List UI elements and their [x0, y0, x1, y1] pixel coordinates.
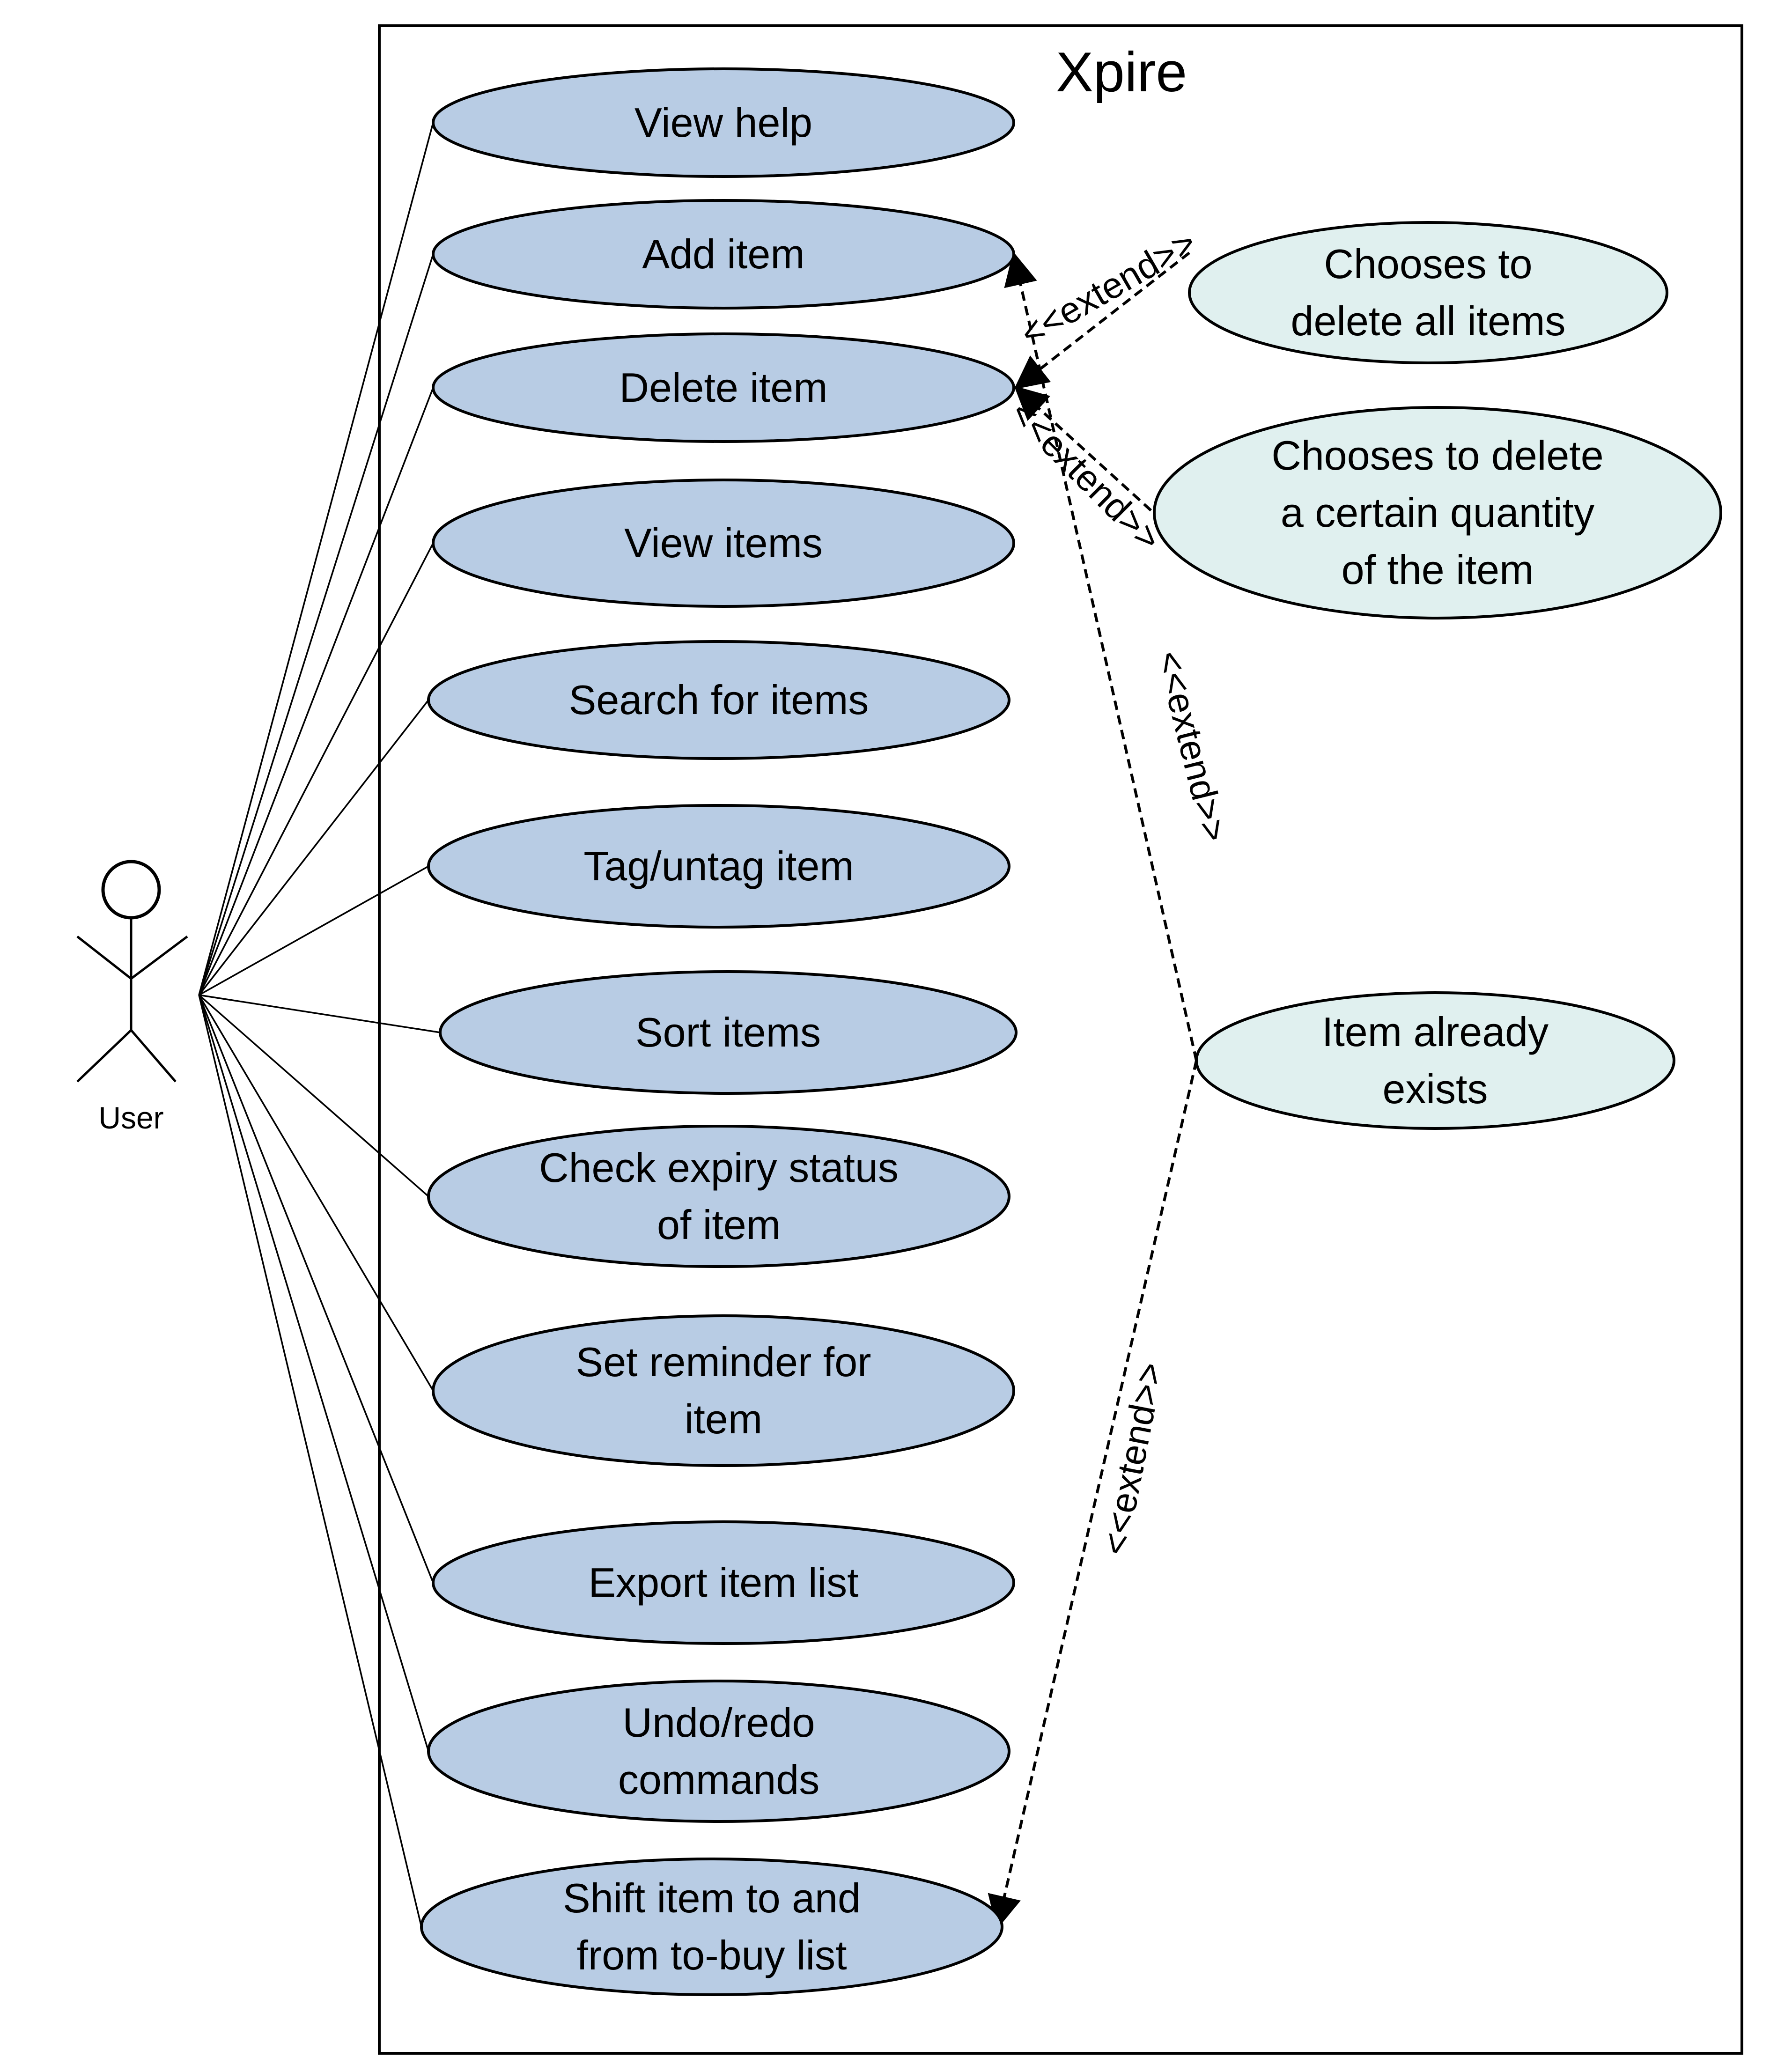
- tag-untag-item-label-line-0: Tag/untag item: [583, 843, 854, 889]
- actor-label: User: [98, 1100, 163, 1135]
- item-already-exists-usecase[interactable]: Item already exists: [1195, 991, 1675, 1130]
- extend-item-already-exists-to-add-item: <<extend>>: [1004, 251, 1236, 1061]
- tag-untag-item-ellipse: [427, 804, 1010, 929]
- undo-redo-label-line-1: commands: [618, 1756, 819, 1803]
- view-help-label-line-0: View help: [634, 99, 812, 146]
- delete-quantity-ellipse: [1153, 406, 1722, 619]
- delete-item-ellipse: [432, 332, 1015, 443]
- check-expiry-status-usecase[interactable]: Check expiry status of item: [427, 1125, 1010, 1268]
- add-item-label-line-0: Add item: [642, 231, 804, 277]
- delete-all-items-ellipse: [1188, 221, 1668, 364]
- export-item-list-label-line-0: Export item list: [588, 1559, 858, 1606]
- delete-quantity-label-line-1: a certain quantity: [1281, 489, 1594, 536]
- extend-label: <<extend>>: [1013, 221, 1203, 354]
- check-expiry-status-ellipse: [427, 1125, 1010, 1268]
- extend-delete-all-items-to-delete-item: <<extend>>: [1013, 221, 1203, 390]
- set-reminder-label-line-0: Set reminder for: [576, 1339, 871, 1385]
- association-shift-item: [198, 995, 422, 1927]
- association-undo-redo: [198, 995, 429, 1752]
- set-reminder-ellipse: [432, 1314, 1015, 1467]
- export-item-list-ellipse: [432, 1520, 1015, 1645]
- association-check-expiry-status: [198, 994, 429, 1197]
- extend-arrow: [1004, 251, 1198, 1061]
- set-reminder-usecase[interactable]: Set reminder for item: [432, 1314, 1015, 1467]
- shift-item-label-line-1: from to-buy list: [576, 1932, 847, 1978]
- association-add-item: [198, 254, 434, 995]
- check-expiry-status-label-line-0: Check expiry status: [539, 1144, 899, 1191]
- delete-item-label-line-0: Delete item: [619, 364, 827, 411]
- extend-item-already-exists-to-shift-item: <<extend>>: [988, 1060, 1198, 1930]
- system-boundary: [378, 24, 1743, 2055]
- search-for-items-ellipse: [427, 640, 1010, 760]
- delete-item-usecase[interactable]: Delete item: [432, 332, 1015, 443]
- extend-label: <<extend>>: [1003, 392, 1170, 560]
- shift-item-usecase[interactable]: Shift item to and from to-buy list: [420, 1858, 1003, 1996]
- set-reminder-label-line-1: item: [685, 1396, 762, 1442]
- add-item-usecase[interactable]: Add item: [432, 199, 1015, 310]
- delete-quantity-label-line-0: Chooses to delete: [1271, 432, 1603, 479]
- search-for-items-usecase[interactable]: Search for items: [427, 640, 1010, 760]
- view-help-usecase[interactable]: View help: [432, 67, 1015, 178]
- undo-redo-usecase[interactable]: Undo/redo commands: [427, 1680, 1010, 1823]
- actor-head: [101, 860, 161, 920]
- view-items-label-line-0: View items: [624, 520, 823, 566]
- view-help-ellipse: [432, 67, 1015, 178]
- association-delete-item: [198, 387, 434, 995]
- actor-left-arm: [76, 936, 132, 980]
- export-item-list-usecase[interactable]: Export item list: [432, 1520, 1015, 1645]
- association-sort-items: [199, 994, 441, 1033]
- extend-arrow: [988, 1060, 1198, 1930]
- association-view-help: [198, 122, 434, 995]
- sort-items-label-line-0: Sort items: [635, 1009, 821, 1055]
- association-tag-untag-item: [199, 865, 429, 996]
- association-export-item-list: [198, 995, 434, 1583]
- shift-item-label-line-0: Shift item to and: [563, 1875, 861, 1921]
- extend-arrow: [1014, 251, 1190, 390]
- extend-delete-quantity-to-delete-item: <<extend>>: [1003, 385, 1170, 560]
- delete-all-items-label-line-0: Chooses to: [1324, 241, 1532, 287]
- association-view-items: [198, 543, 434, 995]
- sort-items-usecase[interactable]: Sort items: [439, 970, 1018, 1095]
- association-set-reminder: [198, 995, 434, 1391]
- delete-all-items-label-line-1: delete all items: [1291, 298, 1566, 344]
- delete-quantity-usecase[interactable]: Chooses to delete a certain quantity of th…: [1153, 406, 1722, 619]
- item-already-exists-ellipse: [1195, 991, 1675, 1130]
- shift-item-ellipse: [420, 1858, 1003, 1996]
- view-items-ellipse: [432, 479, 1015, 608]
- undo-redo-label-line-0: Undo/redo: [623, 1699, 815, 1746]
- extend-arrow: [1014, 385, 1152, 512]
- association-search-for-items: [198, 699, 429, 996]
- item-already-exists-label-line-1: exists: [1383, 1066, 1488, 1112]
- check-expiry-status-label-line-1: of item: [657, 1202, 781, 1248]
- association-lines: [198, 122, 441, 1927]
- system-title: Xpire: [1056, 41, 1187, 103]
- actor-left-leg: [76, 1029, 132, 1083]
- tag-untag-item-usecase[interactable]: Tag/untag item: [427, 804, 1010, 929]
- search-for-items-label-line-0: Search for items: [569, 677, 869, 723]
- item-already-exists-label-line-0: Item already: [1322, 1009, 1549, 1055]
- actor-right-arm: [130, 936, 188, 980]
- add-item-ellipse: [432, 199, 1015, 310]
- extend-label: <<extend>>: [1149, 647, 1236, 846]
- actor-user[interactable]: User: [76, 860, 188, 1135]
- view-items-usecase[interactable]: View items: [432, 479, 1015, 608]
- undo-redo-ellipse: [427, 1680, 1010, 1823]
- sort-items-ellipse: [439, 970, 1018, 1095]
- actor-right-leg: [130, 1029, 177, 1083]
- delete-all-items-usecase[interactable]: Chooses to delete all items: [1188, 221, 1668, 364]
- delete-quantity-label-line-2: of the item: [1342, 546, 1534, 593]
